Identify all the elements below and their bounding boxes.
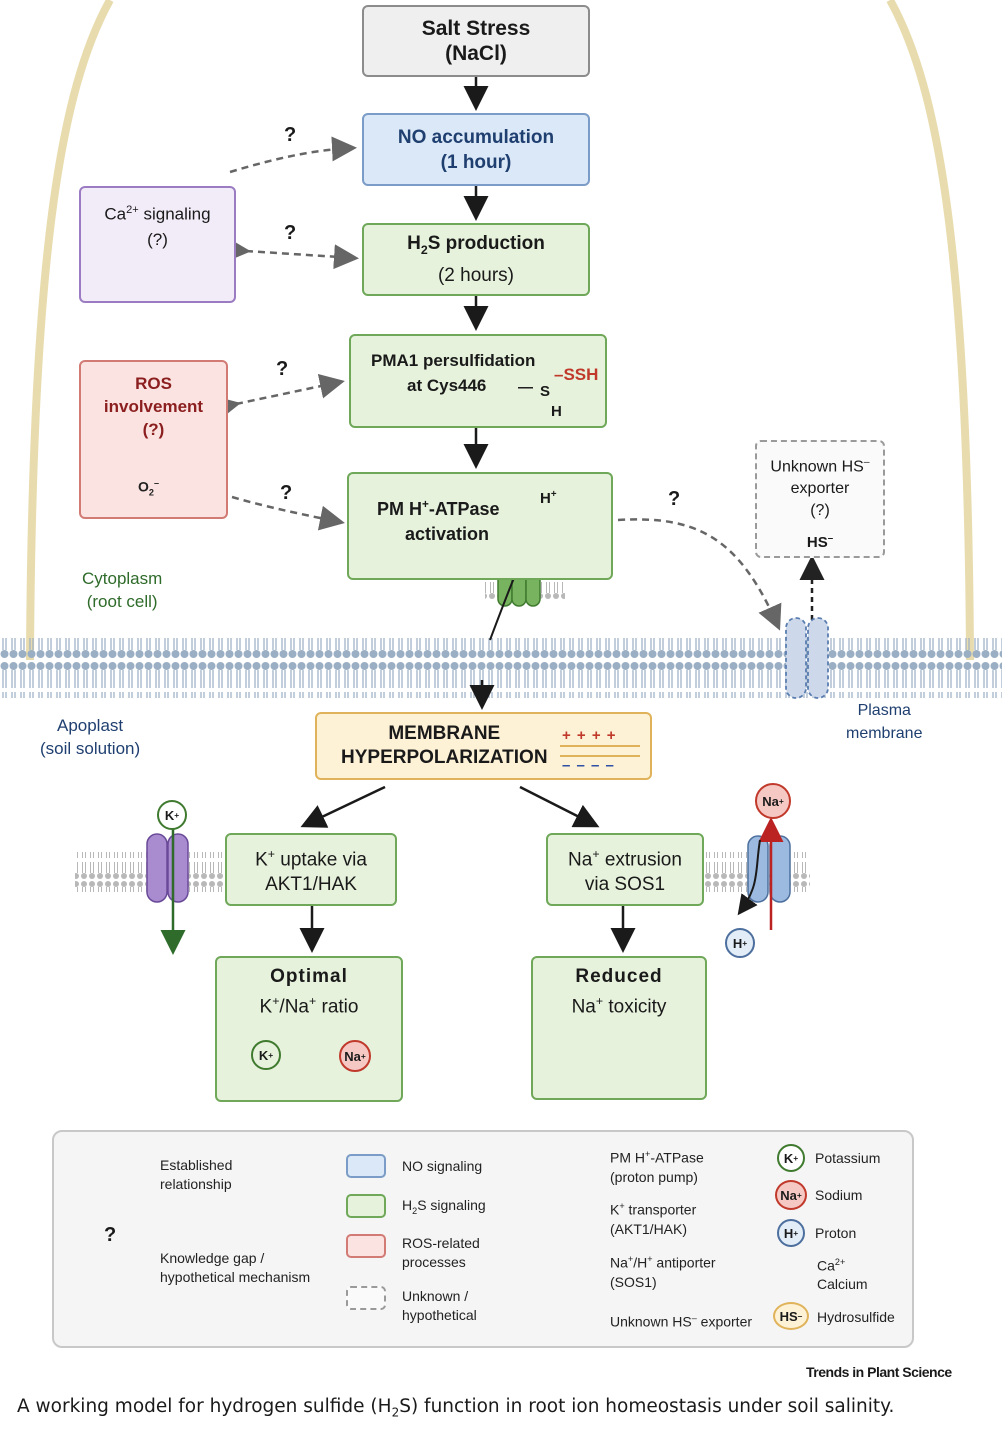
h2s-production-line2: (2 hours) [437, 264, 515, 286]
no-accumulation-box: NO accumulation (1 hour) [362, 113, 590, 186]
hyper-plus-label: + + + + [562, 727, 617, 744]
legend-na-circle: Na+ [775, 1180, 807, 1210]
k-uptake-box: K+ uptake via AKT1/HAK [225, 833, 397, 906]
legend-h2s: H2S signaling [402, 1197, 486, 1216]
k-ion-top: K+ [157, 800, 187, 830]
pma1-line2: at Cys446 [407, 376, 487, 395]
unknown-line2: exporter [790, 480, 850, 498]
k-uptake-line1: K+ uptake via [255, 846, 367, 871]
calcium-signaling-box: Ca2+ signaling (?) [79, 186, 236, 303]
legend-k-transporter: K+ transporter (AKT1/HAK) [610, 1201, 697, 1237]
pma1-ssh-label: –SSH [554, 365, 599, 384]
question-mark-exporter: ? [668, 488, 681, 510]
h2s-production-line1: H2S production [407, 233, 545, 257]
legend-swatch-unknown [346, 1286, 386, 1310]
legend-proton: Proton [815, 1225, 857, 1241]
source-label: Trends in Plant Science [806, 1364, 952, 1380]
legend-antiporter: Na+/H+ antiporter (SOS1) [610, 1254, 716, 1290]
sos1-antiporter [737, 817, 791, 930]
scale-na-ion: Na+ [339, 1040, 371, 1072]
figure-caption: A working model for hydrogen sulfide (H2… [17, 1396, 895, 1420]
superoxide-label: O2– [138, 478, 160, 498]
legend-hydrosulfide: Hydrosulfide [817, 1309, 895, 1325]
unknown-exporter-channel [785, 617, 829, 699]
legend-potassium: Potassium [815, 1150, 881, 1166]
k-transporter [146, 828, 189, 955]
legend-question-mark: ? [104, 1224, 117, 1246]
unknown-exporter-box: Unknown HS– exporter (?) HS– [755, 440, 885, 558]
plasma-membrane-label: Plasma membrane [846, 702, 923, 742]
question-mark-ca: ? [284, 222, 297, 244]
legend-swatch-h2s [346, 1194, 386, 1218]
unknown-line3: (?) [810, 502, 830, 520]
legend-gap: Knowledge gap / hypothetical mechanism [160, 1250, 311, 1285]
legend-h-circle: H+ [777, 1219, 805, 1247]
ros-text: ROS involvement (?) [103, 374, 204, 439]
cytoplasm-label: Cytoplasm (root cell) [82, 569, 163, 611]
legend-panel [52, 1130, 914, 1348]
question-mark-ros: ? [276, 358, 289, 380]
atpase-line2: activation [405, 524, 490, 544]
h2s-production-box: H2S production (2 hours) [362, 223, 590, 296]
legend-established: Established relationship [160, 1157, 233, 1192]
pma1-s-label: S [540, 383, 551, 400]
ca-line2: (?) [147, 229, 168, 249]
optimal-line2: K+/Na+ ratio [259, 994, 359, 1018]
hyper-membrane-lines [560, 745, 640, 757]
atpase-hplus-label: H+ [540, 489, 557, 507]
legend-no: NO signaling [402, 1158, 483, 1174]
na-extrusion-box: Na+ extrusion via SOS1 [546, 833, 704, 906]
membrane-hyperpolarization-box: MEMBRANE HYPERPOLARIZATION [315, 712, 652, 780]
legend-k-circle: K+ [777, 1144, 805, 1172]
legend-calcium: Ca2+Calcium [817, 1257, 868, 1292]
cell-wall-left [26, 0, 114, 661]
unknown-hs-label: HS– [806, 533, 834, 552]
question-mark-no: ? [284, 124, 297, 146]
salt-stress-box: Salt Stress (NaCl) [362, 5, 590, 77]
ca-line1: Ca2+ signaling [104, 204, 211, 224]
optimal-line1: Optimal [270, 966, 348, 987]
scale-k-ion: K+ [251, 1040, 281, 1070]
unknown-line1: Unknown HS– [770, 457, 870, 476]
hyper-minus-label: – – – – [562, 757, 615, 774]
pm-atpase-box: PM H+-ATPase activation [347, 472, 613, 580]
na-ext-line2: via SOS1 [584, 874, 666, 896]
legend-unknown: Unknown / hypothetical [402, 1288, 477, 1323]
na-ion-top: Na+ [755, 783, 791, 819]
optimal-ratio-box: Optimal K+/Na+ ratio [215, 956, 403, 1102]
pma1-persulfidation-box: PMA1 persulfidation at Cys446 [349, 334, 607, 428]
k-uptake-line2: AKT1/HAK [265, 874, 357, 896]
reduced-toxicity-box: Reduced Na+ toxicity [531, 956, 707, 1100]
atpase-line1: PM H+-ATPase [377, 498, 500, 519]
legend-pump: PM H+-ATPase (proton pump) [610, 1149, 704, 1185]
legend-exporter: Unknown HS– exporter [610, 1313, 753, 1330]
reduced-line1: Reduced [575, 966, 663, 987]
cell-wall-right [886, 0, 974, 661]
pma1-h-label: H [551, 403, 562, 420]
legend-hs-circle: HS– [773, 1302, 809, 1330]
salt-stress-text: Salt Stress (NaCl) [421, 17, 531, 65]
pma1-dash-label: — [518, 379, 533, 396]
legend-sodium: Sodium [815, 1187, 863, 1203]
question-mark-ros-atpase: ? [280, 482, 293, 504]
reduced-line2: Na+ toxicity [571, 994, 667, 1018]
pma1-line1: PMA1 persulfidation [371, 351, 536, 370]
na-ext-line1: Na+ extrusion [568, 846, 682, 871]
ros-involvement-box: ROS involvement (?) [79, 360, 228, 519]
hyper-text: MEMBRANE HYPERPOLARIZATION [341, 723, 548, 768]
legend-swatch-no [346, 1154, 386, 1178]
no-accumulation-text: NO accumulation (1 hour) [397, 126, 555, 173]
plasma-membrane [0, 638, 1002, 698]
legend-swatch-ros [346, 1234, 386, 1258]
apoplast-label: Apoplast (soil solution) [40, 716, 141, 758]
h-ion-bottom: H+ [725, 928, 755, 958]
legend-ros: ROS-related processes [402, 1235, 480, 1270]
